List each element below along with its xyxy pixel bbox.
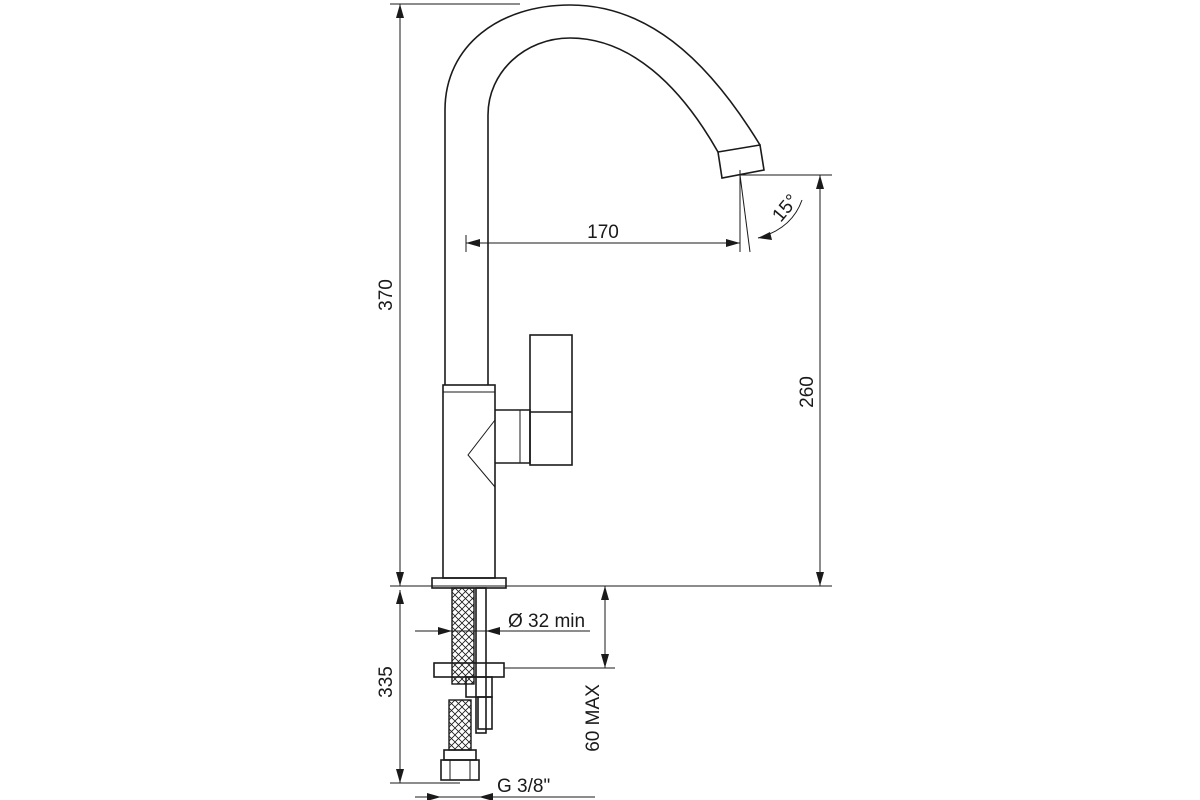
dim-260-arrow-top bbox=[816, 175, 824, 189]
dimension-lines bbox=[390, 3, 832, 800]
label-total-height: 370 bbox=[376, 279, 397, 311]
lever-handle bbox=[529, 334, 573, 466]
dim-170-arrow-left bbox=[466, 239, 480, 247]
dim-370-arrow-top bbox=[396, 4, 404, 18]
spout-inner bbox=[487, 37, 719, 385]
dim-60-arrow-top bbox=[601, 586, 609, 600]
faucet-outline bbox=[431, 4, 765, 781]
dim-60-arrow-bottom bbox=[601, 654, 609, 668]
label-below-deck: 335 bbox=[376, 666, 397, 698]
dim-335-arrow-top bbox=[396, 590, 404, 604]
spout-outer bbox=[444, 4, 761, 385]
faucet-body bbox=[442, 384, 496, 579]
label-thread: G 3/8" bbox=[497, 776, 550, 797]
dim-170-arrow-right bbox=[726, 239, 740, 247]
label-spout-angle: 15° bbox=[769, 191, 804, 227]
spout-axis bbox=[739, 174, 751, 253]
nut-stud bbox=[477, 696, 493, 730]
spout-tip bbox=[717, 144, 765, 179]
dim-32-arrow-left bbox=[438, 627, 452, 635]
hose-fitting-top bbox=[443, 749, 477, 761]
dim-thread-arrow-right bbox=[479, 793, 493, 800]
label-spout-height: 260 bbox=[797, 376, 818, 408]
dim-thread-arrow-left bbox=[427, 793, 441, 800]
label-hole-diameter: Ø 32 min bbox=[508, 611, 585, 632]
hose-fitting-nut bbox=[440, 759, 480, 781]
cartridge-housing bbox=[495, 409, 531, 464]
threaded-shank bbox=[475, 587, 487, 734]
cartridge-cut bbox=[467, 419, 496, 488]
label-deck-thickness: 60 MAX bbox=[583, 684, 604, 752]
braided-hose bbox=[451, 587, 475, 685]
label-spout-reach: 170 bbox=[587, 222, 619, 243]
dim-335-arrow-bottom bbox=[396, 769, 404, 783]
braided-hose-lower bbox=[448, 699, 472, 751]
dim-260-arrow-bottom bbox=[816, 572, 824, 586]
dim-370-arrow-bottom bbox=[396, 572, 404, 586]
dim-32-arrow-right bbox=[486, 627, 500, 635]
angle-arrow bbox=[758, 232, 772, 240]
